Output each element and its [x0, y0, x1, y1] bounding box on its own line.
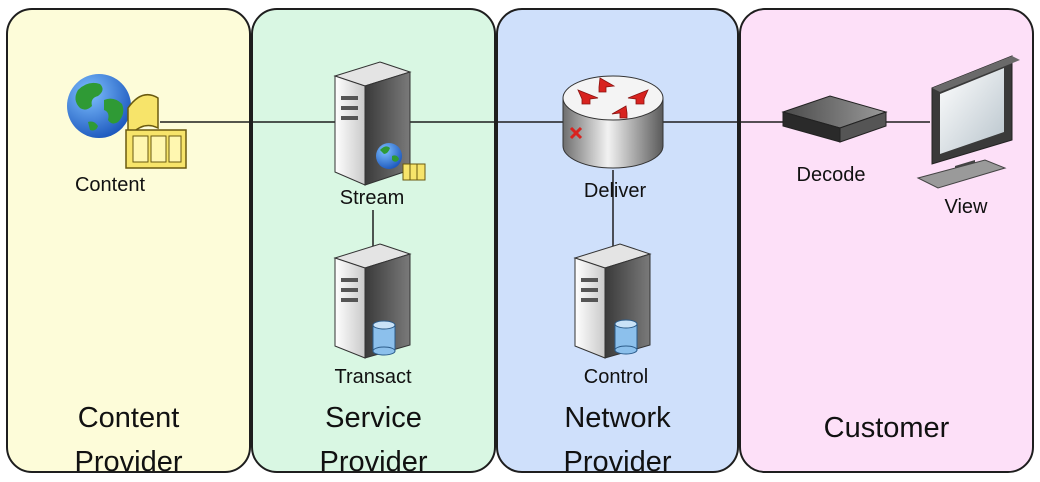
connector-lines — [160, 121, 930, 250]
set-top-box-icon — [781, 95, 888, 143]
node-label-decode: Decode — [796, 164, 866, 186]
node-label-transact: Transact — [334, 366, 412, 388]
lane-title-line1: Service — [325, 402, 422, 434]
lane-title-line2: Provider — [319, 446, 428, 478]
lane-title-line2: Provider — [563, 446, 672, 478]
globe-film-icon — [67, 74, 187, 169]
node-label-control: Control — [583, 366, 649, 388]
lane-title-line2: Provider — [74, 446, 183, 478]
lane-title-line1: Network — [564, 402, 671, 434]
lane-content-provider: Content Provider — [6, 8, 251, 478]
server-database-icon — [573, 243, 652, 359]
server-database-icon — [333, 243, 412, 359]
node-label-content: Content — [74, 174, 146, 196]
monitor-icon — [916, 55, 1020, 189]
server-globe-icon — [333, 61, 426, 186]
lane-title-line1: Content — [77, 402, 180, 434]
node-label-deliver: Deliver — [583, 180, 647, 202]
lane-title-line1: Customer — [823, 412, 950, 444]
node-label-view: View — [944, 196, 988, 218]
node-label-stream: Stream — [339, 187, 405, 209]
router-icon — [562, 75, 664, 169]
